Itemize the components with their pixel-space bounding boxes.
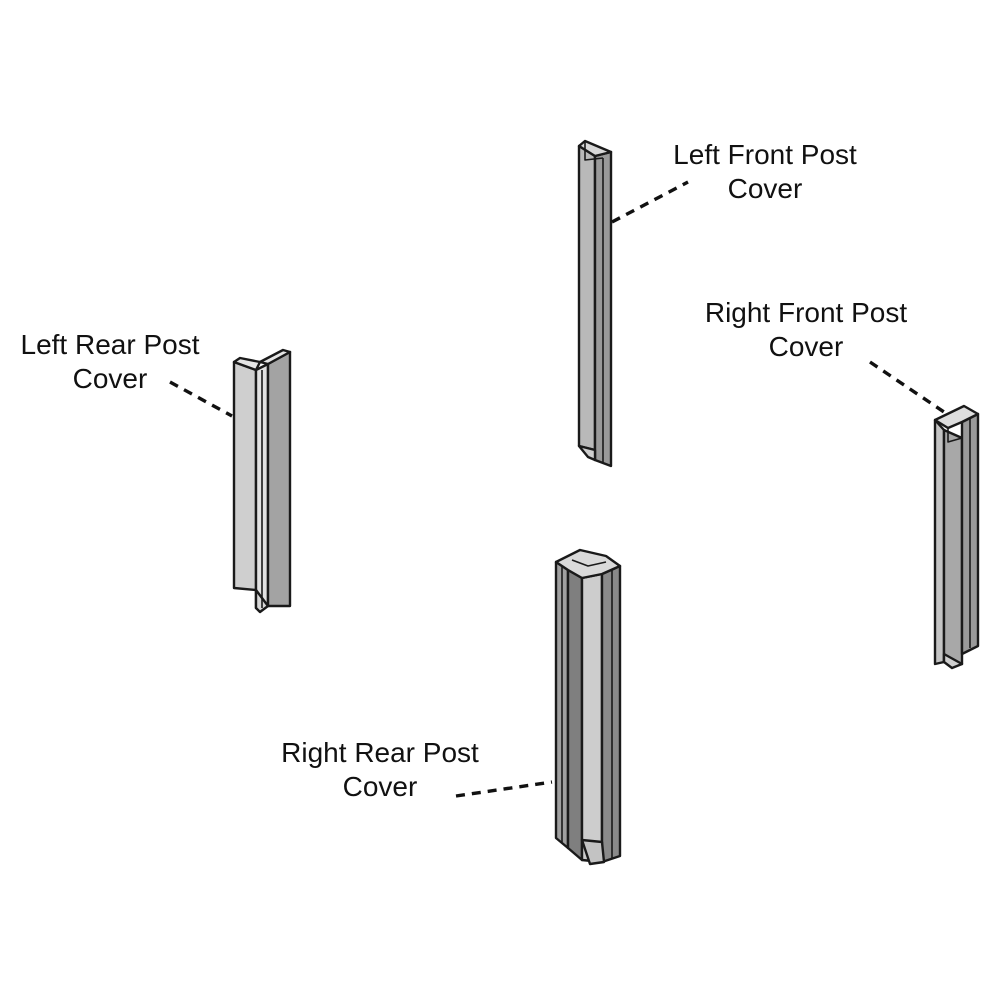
left-front-label-line1: Left Front Post [673, 139, 857, 170]
left-front-post-cover-label: Left Front Post Cover [660, 138, 870, 206]
left-front-label-line2: Cover [727, 173, 803, 204]
left-front-leader-line [611, 180, 689, 224]
left-rear-post-cover-label: Left Rear Post Cover [10, 328, 210, 396]
right-rear-post-cover [554, 548, 622, 866]
left-front-post-cover [577, 139, 613, 468]
right-front-post-cover [933, 404, 980, 670]
right-front-leader-line [869, 360, 945, 414]
right-front-post-cover-label: Right Front Post Cover [692, 296, 920, 364]
right-front-label-line1: Right Front Post [704, 297, 908, 328]
left-rear-label-line1: Left Rear Post [20, 329, 200, 360]
left-rear-label-line2: Cover [72, 363, 148, 394]
left-rear-leader-line [169, 380, 233, 418]
right-rear-label-line1: Right Rear Post [281, 737, 479, 768]
right-front-label-line2: Cover [768, 331, 844, 362]
right-rear-label-line2: Cover [342, 771, 418, 802]
right-rear-leader-line [455, 780, 553, 798]
right-rear-post-cover-label: Right Rear Post Cover [270, 736, 490, 804]
left-rear-post-cover [232, 348, 292, 614]
